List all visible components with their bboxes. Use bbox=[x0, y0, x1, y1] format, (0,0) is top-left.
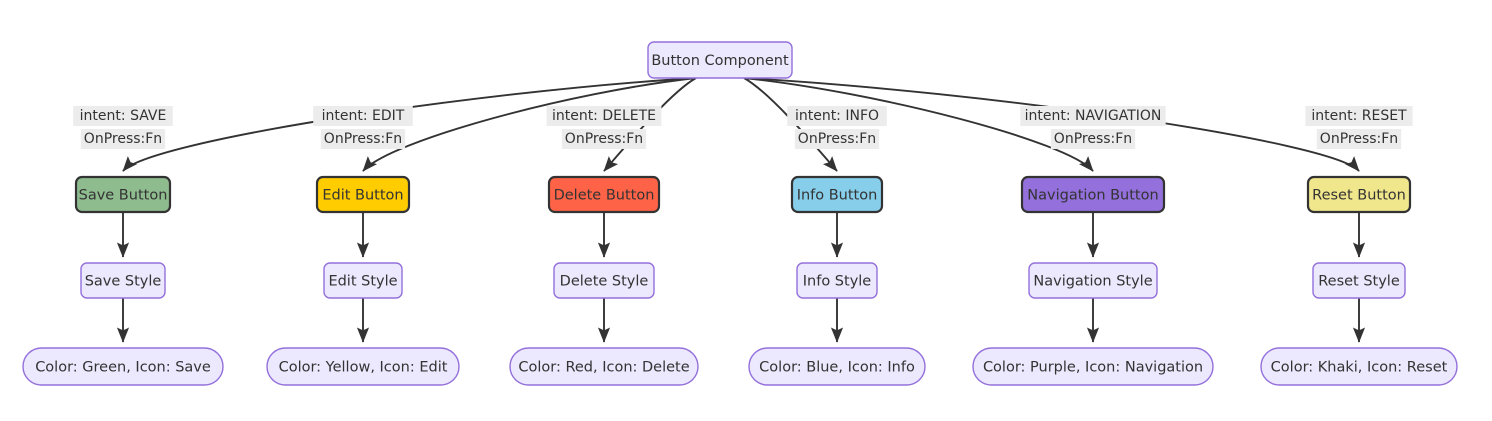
node-edit-detail-label: Color: Yellow, Icon: Edit bbox=[279, 360, 448, 376]
node-save-detail-label: Color: Green, Icon: Save bbox=[35, 360, 211, 376]
node-info-button[interactable]: Info Button bbox=[790, 175, 884, 214]
node-delete-button-label: Delete Button bbox=[554, 188, 655, 204]
node-edit-button-shape bbox=[315, 175, 411, 214]
node-delete-detail[interactable]: Color: Red, Icon: Delete bbox=[509, 347, 699, 386]
node-delete-detail-shape bbox=[509, 347, 699, 386]
node-navigation-style[interactable]: Navigation Style bbox=[1028, 262, 1158, 299]
edge-label-onpress-delete: OnPress:Fn bbox=[565, 131, 643, 147]
edge-label-intent-save: intent: SAVE bbox=[80, 108, 167, 124]
node-edit-style-shape bbox=[323, 262, 403, 299]
node-save-detail[interactable]: Color: Green, Icon: Save bbox=[22, 347, 224, 386]
edge-label-onpress-delete-bg bbox=[561, 129, 647, 149]
edge-label-onpress-save: OnPress:Fn bbox=[84, 131, 162, 147]
edge-label-intent-delete: intent: DELETE bbox=[552, 108, 656, 124]
node-reset-button-label: Reset Button bbox=[1312, 188, 1406, 204]
edges-layer bbox=[116, 77, 1366, 343]
edge-label-intent-save-bg bbox=[73, 106, 173, 126]
node-button-component[interactable]: Button Component bbox=[647, 41, 793, 79]
node-button-component-shape bbox=[647, 41, 793, 79]
edge-label-intent-reset-bg bbox=[1305, 106, 1413, 126]
edge-label-intent-reset: intent: RESET bbox=[1311, 108, 1407, 124]
node-info-style-shape bbox=[796, 262, 878, 299]
edge-label-onpress-info-bg bbox=[794, 129, 880, 149]
node-reset-style-label: Reset Style bbox=[1318, 274, 1400, 290]
edge-label-onpress-reset: OnPress:Fn bbox=[1320, 131, 1398, 147]
node-delete-style[interactable]: Delete Style bbox=[553, 262, 655, 299]
node-save-button-shape bbox=[74, 175, 172, 214]
node-edit-button-label: Edit Button bbox=[322, 188, 403, 204]
node-info-button-shape bbox=[790, 175, 884, 214]
edge-label-intent-navigation: intent: NAVIGATION bbox=[1025, 108, 1162, 124]
edge-label-onpress-edit-bg bbox=[320, 129, 406, 149]
edge-root-to-navigation bbox=[743, 77, 1094, 172]
node-info-style[interactable]: Info Style bbox=[796, 262, 878, 299]
node-navigation-detail[interactable]: Color: Purple, Icon: Navigation bbox=[972, 347, 1214, 386]
node-edit-detail-shape bbox=[266, 347, 460, 386]
node-reset-style-shape bbox=[1312, 262, 1406, 299]
node-edit-button[interactable]: Edit Button bbox=[315, 175, 411, 214]
node-navigation-button-shape bbox=[1020, 175, 1166, 214]
node-info-detail-shape bbox=[748, 347, 926, 386]
node-delete-button[interactable]: Delete Button bbox=[547, 175, 661, 214]
node-info-button-label: Info Button bbox=[797, 188, 878, 204]
edge-label-onpress-edit: OnPress:Fn bbox=[324, 131, 402, 147]
node-save-button[interactable]: Save Button bbox=[74, 175, 172, 214]
node-edit-style[interactable]: Edit Style bbox=[323, 262, 403, 299]
node-reset-detail[interactable]: Color: Khaki, Icon: Reset bbox=[1260, 347, 1458, 386]
node-info-style-label: Info Style bbox=[803, 274, 872, 290]
node-reset-detail-label: Color: Khaki, Icon: Reset bbox=[1271, 360, 1448, 376]
edge-label-intent-navigation-bg bbox=[1020, 106, 1166, 126]
node-delete-style-label: Delete Style bbox=[560, 274, 649, 290]
edge-label-onpress-save-bg bbox=[80, 129, 166, 149]
edge-label-intent-info-bg bbox=[787, 106, 887, 126]
node-navigation-detail-label: Color: Purple, Icon: Navigation bbox=[983, 360, 1203, 376]
node-navigation-style-label: Navigation Style bbox=[1033, 274, 1152, 290]
node-save-detail-shape bbox=[22, 347, 224, 386]
node-reset-button-shape bbox=[1306, 175, 1412, 214]
edge-label-onpress-navigation-bg bbox=[1050, 129, 1136, 149]
edge-root-to-edit bbox=[362, 77, 697, 172]
node-edit-detail[interactable]: Color: Yellow, Icon: Edit bbox=[266, 347, 460, 386]
node-edit-style-label: Edit Style bbox=[328, 274, 397, 290]
node-delete-button-shape bbox=[547, 175, 661, 214]
edge-label-intent-delete-bg bbox=[546, 106, 662, 126]
node-navigation-style-shape bbox=[1028, 262, 1158, 299]
node-info-detail[interactable]: Color: Blue, Icon: Info bbox=[748, 347, 926, 386]
node-info-detail-label: Color: Blue, Icon: Info bbox=[759, 360, 915, 376]
node-save-style-shape bbox=[80, 262, 166, 299]
edge-labels-layer: intent: SAVE OnPress:Fn intent: EDIT OnPres… bbox=[73, 106, 1413, 149]
edge-label-onpress-navigation: OnPress:Fn bbox=[1054, 131, 1132, 147]
edge-label-onpress-info: OnPress:Fn bbox=[798, 131, 876, 147]
node-save-button-label: Save Button bbox=[79, 188, 168, 204]
node-save-style[interactable]: Save Style bbox=[80, 262, 166, 299]
node-button-component-label: Button Component bbox=[651, 53, 789, 69]
node-save-style-label: Save Style bbox=[85, 274, 162, 290]
node-reset-button[interactable]: Reset Button bbox=[1306, 175, 1412, 214]
edge-label-intent-info: intent: INFO bbox=[795, 108, 879, 124]
node-reset-style[interactable]: Reset Style bbox=[1312, 262, 1406, 299]
edge-label-intent-edit: intent: EDIT bbox=[322, 108, 405, 124]
node-reset-detail-shape bbox=[1260, 347, 1458, 386]
node-navigation-detail-shape bbox=[972, 347, 1214, 386]
node-navigation-button[interactable]: Navigation Button bbox=[1020, 175, 1166, 214]
node-delete-style-shape bbox=[553, 262, 655, 299]
edge-label-intent-edit-bg bbox=[313, 106, 413, 126]
edge-label-onpress-reset-bg bbox=[1316, 129, 1402, 149]
node-navigation-button-label: Navigation Button bbox=[1027, 188, 1158, 204]
node-delete-detail-label: Color: Red, Icon: Delete bbox=[518, 360, 689, 376]
